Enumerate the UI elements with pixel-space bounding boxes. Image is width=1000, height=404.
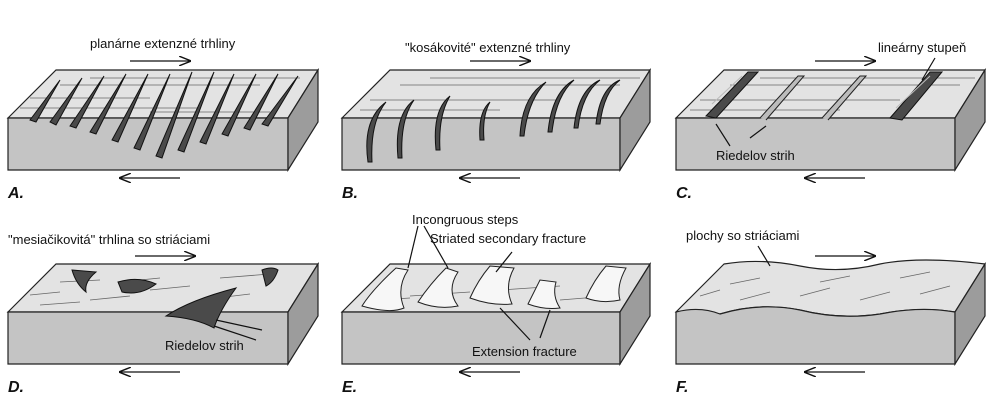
panel-c: lineárny stupeň Riedelov strih C.	[674, 40, 987, 202]
label-striated-secondary: Striated secondary fracture	[430, 231, 586, 246]
pointer-riedel-c2	[749, 125, 767, 139]
pointer-extension-2	[539, 309, 551, 339]
panel-d: "mesiačikovitá" trhlina so striáciami Ri…	[6, 232, 320, 396]
label-striated-surfaces: plochy so striáciami	[686, 228, 800, 243]
label-extension-fracture: Extension fracture	[472, 344, 577, 359]
panel-b: "kosákovité" extenzné trhliny B.	[340, 40, 652, 202]
pointer-extension-1	[499, 307, 531, 341]
letter-f: F.	[676, 379, 688, 396]
pointer-incongruous-1	[407, 225, 419, 269]
pointer-striated-surfaces	[757, 245, 771, 267]
crescent-fractures	[71, 267, 279, 329]
label-planar-fractures: planárne extenzné trhliny	[90, 36, 236, 51]
pointer-riedel-c1	[715, 123, 731, 147]
panel-a: planárne extenzné trhliny A.	[6, 36, 320, 202]
label-riedel-shear-d: Riedelov strih	[165, 338, 244, 353]
letter-b: B.	[342, 185, 358, 202]
letter-d: D.	[8, 379, 24, 396]
block-b	[340, 67, 652, 173]
label-riedel-shear-c: Riedelov strih	[716, 148, 795, 163]
label-incongruous-steps: Incongruous steps	[412, 212, 519, 227]
block-f	[674, 259, 987, 367]
striation-lines-d	[213, 319, 263, 341]
panel-e: Incongruous steps Striated secondary fra…	[340, 212, 652, 396]
label-crescent-fracture: "mesiačikovitá" trhlina so striáciami	[8, 232, 210, 247]
planar-extension-fractures	[29, 71, 299, 159]
letter-a: A.	[7, 185, 24, 202]
label-linear-step: lineárny stupeň	[878, 40, 966, 55]
label-sickle-fractures: "kosákovité" extenzné trhliny	[405, 40, 571, 55]
sickle-shaped-fractures	[366, 79, 621, 163]
incongruous-steps	[361, 265, 627, 312]
pointer-incongruous-2	[423, 225, 449, 269]
pointer-striated	[495, 251, 513, 273]
letter-c: C.	[676, 185, 692, 202]
pointer-linear-step	[921, 57, 936, 81]
panel-f: plochy so striáciami F.	[674, 228, 987, 396]
riedel-shear-steps	[705, 71, 944, 121]
letter-e: E.	[342, 379, 357, 396]
